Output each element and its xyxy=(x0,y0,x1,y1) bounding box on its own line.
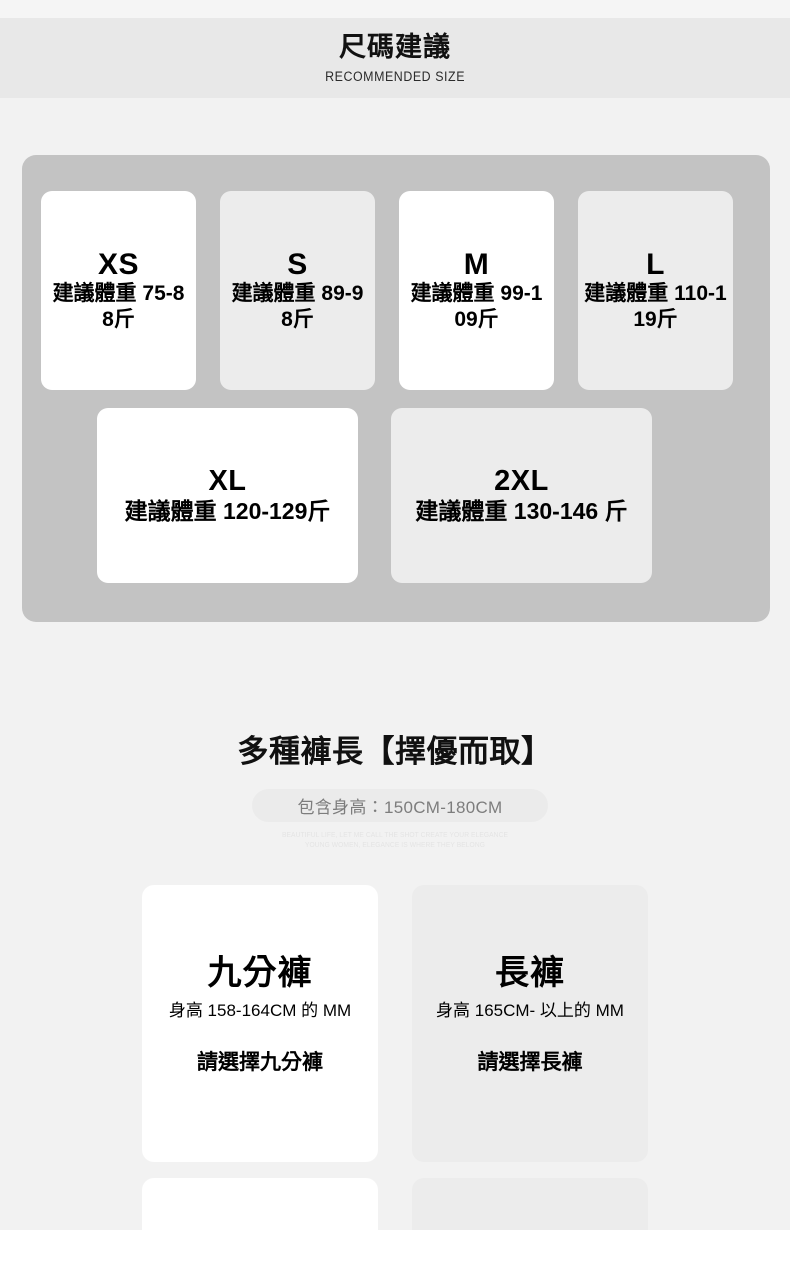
size-card-label: S xyxy=(287,248,308,282)
size-card-xl[interactable]: XL 建議體重 120-129斤 xyxy=(97,408,358,583)
decorative-english-line-1: BEAUTIFUL LIFE, LET ME CALL THE SHOT CRE… xyxy=(281,832,509,839)
size-card-weight: 建議體重 75-88斤 xyxy=(52,282,185,331)
size-card-row-primary: XS 建議體重 75-88斤 S 建議體重 89-98斤 M 建議體重 99-1… xyxy=(41,191,733,390)
page-subtitle: RECOMMENDED SIZE xyxy=(325,68,465,84)
pants-card-cropped-trousers[interactable]: 九分褲 身高 158-164CM 的 MM 請選擇九分褲 xyxy=(142,885,378,1162)
pants-length-heading: 多種褲長【擇優而取】 xyxy=(237,734,553,769)
size-card-weight: 建議體重 130-146 斤 xyxy=(415,497,628,524)
size-card-label: L xyxy=(646,248,665,282)
pants-card-long-trousers[interactable]: 長褲 身高 165CM- 以上的 MM 請選擇長褲 xyxy=(412,885,648,1162)
size-card-label: M xyxy=(463,248,490,282)
size-card-label: XL xyxy=(208,464,247,497)
size-card-weight: 建議體重 120-129斤 xyxy=(124,497,331,524)
pants-card-row: 九分褲 身高 158-164CM 的 MM 請選擇九分褲 長褲 身高 165CM… xyxy=(142,885,648,1162)
top-spacer-strip xyxy=(0,0,790,18)
size-card-weight: 建議體重 89-98斤 xyxy=(231,282,364,331)
pants-card-title: 九分褲 xyxy=(207,954,313,992)
decorative-english-line-2: YOUNG WOMEN, ELEGANCE IS WHERE THEY BELO… xyxy=(304,842,485,850)
size-card-label: 2XL xyxy=(494,464,549,497)
decorative-english-caption: BEAUTIFUL LIFE, LET ME CALL THE SHOT CRE… xyxy=(0,831,790,851)
bottom-whitespace xyxy=(0,1230,790,1281)
size-card-s[interactable]: S 建議體重 89-98斤 xyxy=(220,191,375,390)
size-card-l[interactable]: L 建議體重 110-119斤 xyxy=(578,191,733,390)
pants-card-grid: 九分褲 身高 158-164CM 的 MM 請選擇九分褲 長褲 身高 165CM… xyxy=(142,885,648,1281)
pants-card-subtitle: 身高 158-164CM 的 MM xyxy=(168,1001,352,1021)
height-range-badge: 包含身高：150CM-180CM xyxy=(252,789,548,822)
pants-card-subtitle: 身高 165CM- 以上的 MM xyxy=(436,1001,624,1021)
size-card-label: XS xyxy=(97,248,140,282)
page-title: 尺碼建議 xyxy=(339,32,451,63)
pants-card-action: 請選擇九分褲 xyxy=(197,1050,323,1074)
size-card-xs[interactable]: XS 建議體重 75-88斤 xyxy=(41,191,196,390)
pants-card-title: 長褲 xyxy=(495,954,565,992)
size-card-row-extended: XL 建議體重 120-129斤 2XL 建議體重 130-146 斤 xyxy=(97,408,652,583)
size-card-weight: 建議體重 99-109斤 xyxy=(410,282,543,331)
size-card-weight: 建議體重 110-119斤 xyxy=(584,282,727,331)
size-card-m[interactable]: M 建議體重 99-109斤 xyxy=(399,191,554,390)
size-chart-panel: XS 建議體重 75-88斤 S 建議體重 89-98斤 M 建議體重 99-1… xyxy=(22,155,770,622)
page-header: 尺碼建議 RECOMMENDED SIZE xyxy=(0,18,790,98)
pants-card-action: 請選擇長褲 xyxy=(477,1050,583,1074)
size-card-2xl[interactable]: 2XL 建議體重 130-146 斤 xyxy=(391,408,652,583)
